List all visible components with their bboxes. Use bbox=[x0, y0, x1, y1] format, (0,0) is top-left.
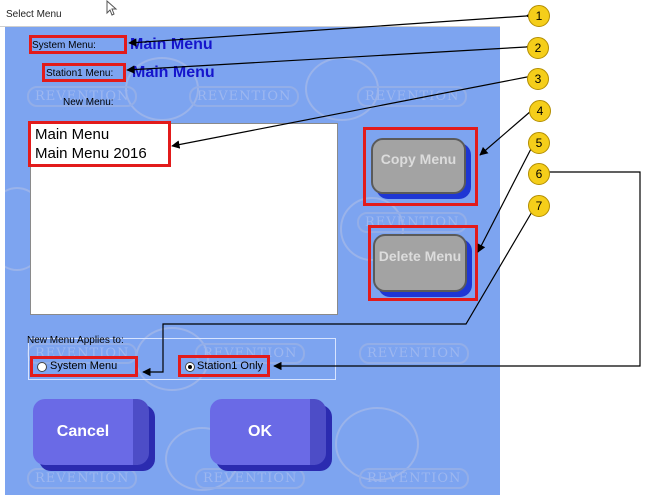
mouse-cursor-icon bbox=[106, 0, 118, 16]
station-menu-label: Station1 Menu: bbox=[46, 68, 114, 79]
callout-arrow-5 bbox=[477, 134, 542, 253]
callout-arrow-4 bbox=[479, 102, 540, 156]
cancel-button[interactable]: Cancel bbox=[33, 399, 149, 465]
system-menu-radio[interactable] bbox=[37, 362, 47, 372]
list-item[interactable]: Main Menu bbox=[35, 126, 110, 143]
callout-badge: 5 bbox=[528, 132, 550, 154]
callout-badge: 3 bbox=[527, 68, 549, 90]
callout-badge: 4 bbox=[529, 100, 551, 122]
highlight-box bbox=[30, 356, 138, 377]
ok-button[interactable]: OK bbox=[210, 399, 326, 465]
highlight-box bbox=[42, 63, 126, 82]
callout-arrow-3 bbox=[171, 71, 536, 149]
list-item[interactable]: Main Menu 2016 bbox=[35, 145, 147, 162]
highlight-box bbox=[29, 35, 127, 54]
watermark-logo: REVENTION bbox=[195, 468, 306, 489]
applies-to-label: New Menu Applies to: bbox=[27, 335, 124, 346]
callout-arrow-7 bbox=[142, 196, 544, 377]
callout-badge: 6 bbox=[528, 163, 550, 185]
window-title: Select Menu bbox=[6, 9, 62, 20]
callout-arrow-6 bbox=[273, 167, 641, 371]
watermark-logo: REVENTION bbox=[27, 468, 138, 489]
callout-badge: 7 bbox=[528, 195, 550, 217]
new-menu-label: New Menu: bbox=[63, 97, 114, 108]
system-menu-label: System Menu: bbox=[32, 40, 96, 51]
highlight-box bbox=[28, 121, 171, 167]
callout-arrow-1 bbox=[128, 11, 534, 47]
watermark-logo: REVENTION bbox=[359, 468, 470, 489]
callout-arrow-2 bbox=[126, 42, 534, 74]
watermark-arc bbox=[335, 407, 419, 481]
callout-badge: 2 bbox=[527, 37, 549, 59]
callout-badge: 1 bbox=[528, 5, 550, 27]
watermark-logo: REVENTION bbox=[27, 86, 138, 107]
system-menu-option-label[interactable]: System Menu bbox=[50, 360, 118, 372]
